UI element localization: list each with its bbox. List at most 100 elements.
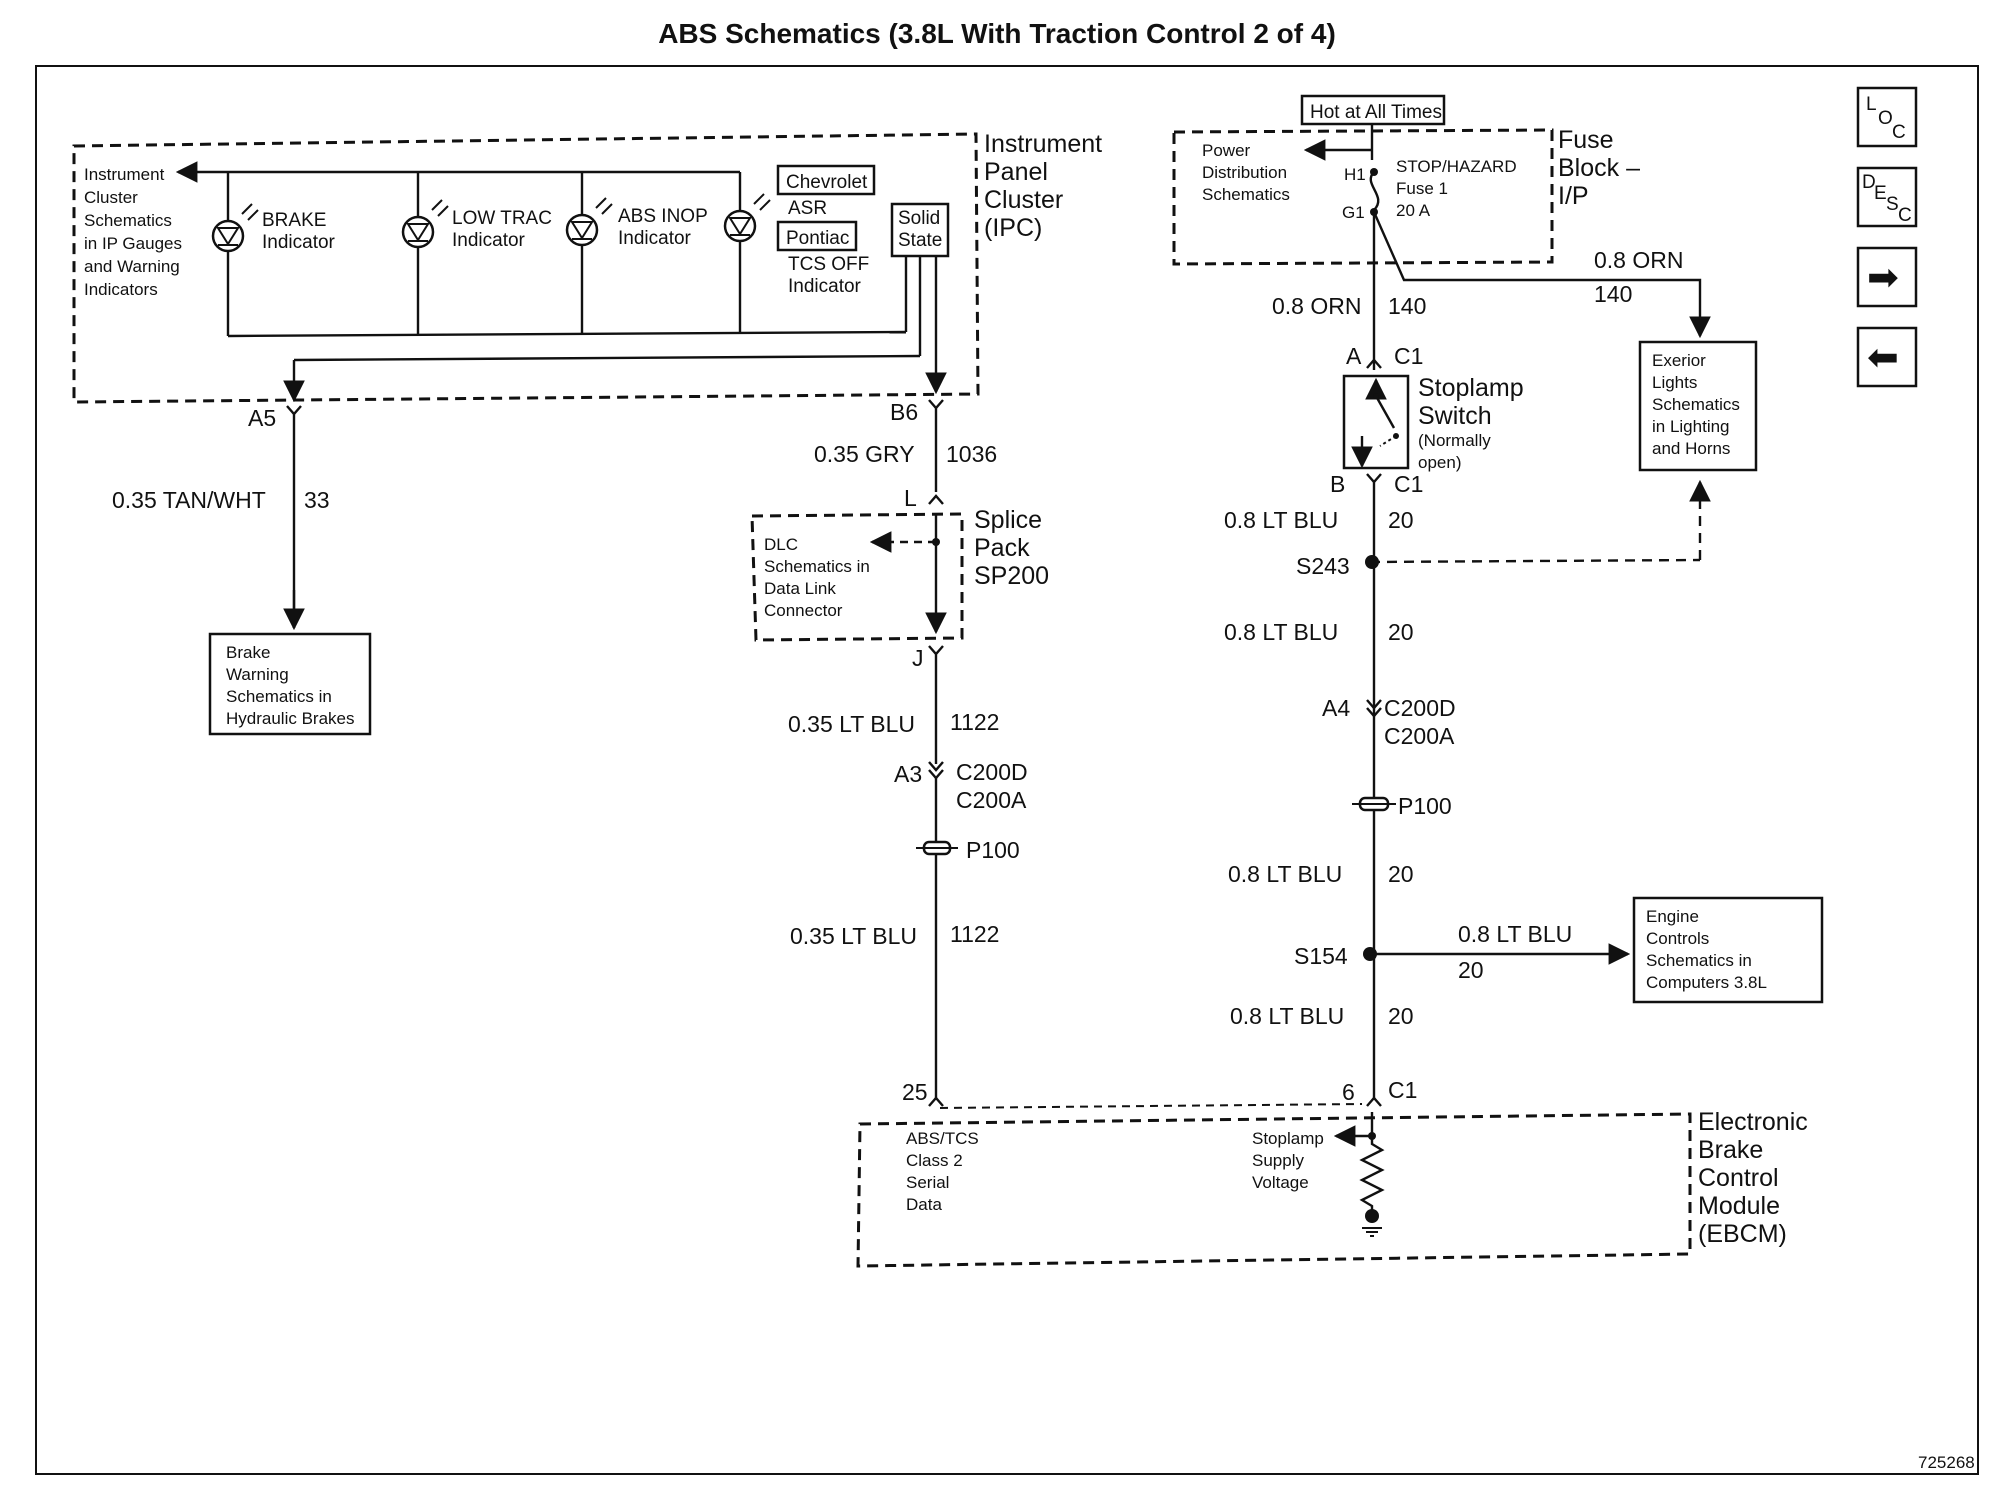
svg-text:Schematics in: Schematics in — [764, 557, 870, 576]
svg-text:Power: Power — [1202, 141, 1251, 160]
dlc-reference: DLC Schematics in Data Link Connector — [764, 535, 870, 620]
exterior-lights-reference: Exerior Lights Schematics in Lighting an… — [1652, 351, 1740, 458]
svg-text:Distribution: Distribution — [1202, 163, 1287, 182]
power-distribution-reference: Power Distribution Schematics — [1202, 141, 1290, 204]
wire-140-exterior — [1372, 211, 1711, 339]
svg-text:and Warning: and Warning — [84, 257, 180, 276]
wire-1122a-gauge: 0.35 LT BLU — [788, 711, 915, 737]
loc-label-o: O — [1878, 108, 1893, 129]
stop-hazard-fuse-icon — [1369, 171, 1380, 211]
wire-140b-gauge: 0.8 ORN — [1594, 247, 1683, 273]
svg-text:Schematics: Schematics — [1652, 395, 1740, 414]
asr-label: ASR — [788, 198, 827, 219]
brake-indicator-label: BRAKE — [262, 210, 326, 231]
connector-p100-right: P100 — [1398, 793, 1452, 819]
wire-20e-circuit: 20 — [1458, 957, 1484, 983]
svg-text:Instrument: Instrument — [984, 130, 1102, 158]
wire-20a-circuit: 20 — [1388, 507, 1414, 533]
fuse-block-boundary — [1172, 128, 1554, 266]
wire-20c-circuit: 20 — [1388, 861, 1414, 887]
connector-c1-dashed — [939, 1103, 1363, 1109]
left-arrow-icon: ⬅ — [1867, 337, 1899, 379]
abs-inop-indicator-label: ABS INOP — [618, 206, 708, 227]
brake-led-icon — [211, 203, 259, 253]
loc-button[interactable]: L O C — [1856, 86, 1918, 148]
svg-text:State: State — [898, 230, 942, 251]
svg-text:Schematics: Schematics — [84, 211, 172, 230]
svg-text:Data: Data — [906, 1195, 942, 1214]
low-trac-indicator-label: LOW TRAC — [452, 208, 552, 229]
pin-b6: B6 — [890, 399, 918, 425]
low-trac-led-icon — [401, 199, 449, 249]
ebcm-pin-6: 6 — [1342, 1079, 1355, 1105]
svg-text:Stoplamp: Stoplamp — [1418, 374, 1524, 402]
solid-state-label: Solid — [898, 208, 940, 229]
wire-1122b-circuit: 1122 — [950, 921, 999, 947]
svg-text:ABS/TCS: ABS/TCS — [906, 1129, 979, 1148]
connector-p100-left: P100 — [966, 837, 1020, 863]
svg-text:Fuse: Fuse — [1558, 126, 1614, 154]
svg-text:Engine: Engine — [1646, 907, 1699, 926]
right-arrow-icon: ➡ — [1867, 257, 1899, 299]
connector-c200a-right: C200A — [1384, 723, 1455, 749]
svg-text:Indicators: Indicators — [84, 280, 158, 299]
connector-c200a-left: C200A — [956, 787, 1027, 813]
desc-label-s: S — [1886, 194, 1899, 215]
wire-20b-circuit: 20 — [1388, 619, 1414, 645]
svg-text:(Normally: (Normally — [1418, 431, 1491, 450]
tcs-led-icon — [723, 193, 771, 243]
loc-label-l: L — [1866, 94, 1877, 115]
page-border — [35, 65, 1979, 1475]
svg-text:Data Link: Data Link — [764, 579, 836, 598]
svg-text:Schematics in: Schematics in — [226, 687, 332, 706]
next-page-button[interactable]: ➡ — [1856, 246, 1918, 308]
fuse-pin-g1: G1 — [1342, 203, 1365, 222]
svg-text:Class 2: Class 2 — [906, 1151, 963, 1170]
svg-text:Hydraulic Brakes: Hydraulic Brakes — [226, 709, 355, 728]
wire-140a-circuit: 140 — [1388, 293, 1426, 319]
svg-text:20 A: 20 A — [1396, 201, 1431, 220]
wire-1122b-gauge: 0.35 LT BLU — [790, 923, 917, 949]
hot-at-all-times-label: Hot at All Times — [1310, 102, 1442, 123]
svg-text:in IP Gauges: in IP Gauges — [84, 234, 182, 253]
svg-text:Panel: Panel — [984, 158, 1048, 186]
svg-text:Stoplamp: Stoplamp — [1252, 1129, 1324, 1148]
page-title: ABS Schematics (3.8L With Traction Contr… — [658, 18, 1336, 49]
svg-text:Indicator: Indicator — [618, 228, 692, 249]
wire-140b-circuit: 140 — [1594, 281, 1632, 307]
engine-controls-box — [1632, 896, 1824, 1004]
abs-inop-led-icon — [565, 197, 613, 247]
connector-c200d-right: C200D — [1384, 695, 1456, 721]
splice-pack-label: Splice Pack SP200 — [974, 506, 1049, 590]
connector-c200d-left: C200D — [956, 759, 1028, 785]
ipc-schematics-reference: Instrument Cluster Schematics in IP Gaug… — [84, 165, 182, 299]
svg-text:Pack: Pack — [974, 534, 1030, 562]
wire-1122a-circuit: 1122 — [950, 709, 999, 735]
brake-warning-box — [208, 632, 372, 736]
bus-bottom — [227, 330, 907, 338]
stoplamp-switch-icon — [1351, 377, 1399, 469]
stoplamp-switch-label: Stoplamp Switch (Normally open) — [1418, 374, 1524, 472]
p100-left-icon — [916, 840, 958, 856]
ground-icon — [1365, 1209, 1379, 1223]
prev-page-button[interactable]: ⬅ — [1856, 326, 1918, 388]
loc-label-c: C — [1892, 122, 1906, 143]
desc-button[interactable]: D E S C — [1856, 166, 1918, 228]
wire-1036-gauge: 0.35 GRY — [814, 441, 915, 467]
splice-pin-l: L — [904, 485, 917, 511]
svg-text:Cluster: Cluster — [84, 188, 138, 207]
svg-text:Indicator: Indicator — [452, 230, 526, 251]
svg-text:Brake: Brake — [1698, 1136, 1763, 1164]
wire-1036 — [928, 399, 944, 492]
svg-text:Connector: Connector — [764, 601, 843, 620]
svg-text:Splice: Splice — [974, 506, 1042, 534]
svg-text:SP200: SP200 — [974, 562, 1049, 590]
pin-a5: A5 — [248, 405, 276, 431]
svg-text:Computers 3.8L: Computers 3.8L — [1646, 973, 1767, 992]
wire-1122-upper — [928, 645, 944, 764]
svg-text:Indicator: Indicator — [788, 276, 862, 297]
svg-text:Electronic: Electronic — [1698, 1108, 1808, 1136]
svg-text:in Lighting: in Lighting — [1652, 417, 1730, 436]
svg-text:Block –: Block – — [1558, 154, 1640, 182]
svg-text:Controls: Controls — [1646, 929, 1709, 948]
